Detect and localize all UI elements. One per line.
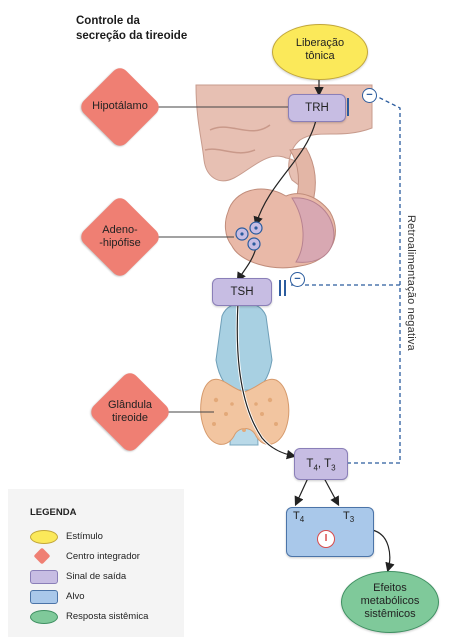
diagram-title: Controle da secreção da tireoide <box>76 14 236 44</box>
deiodinase-enzyme: I <box>317 530 335 548</box>
t4-t3-signal: T4, T3 <box>294 448 348 480</box>
legend-swatch-systemic-response <box>30 610 58 624</box>
legend: LEGENDA Estímulo Centro integrador Sinal… <box>8 489 184 637</box>
inhibit-minus-trh: − <box>362 88 377 103</box>
thyroid-label: Glândula tireoide <box>90 399 170 425</box>
adenohypophysis-label: Adeno- -hipófise <box>80 224 160 250</box>
legend-swatch-stimulus <box>30 530 58 544</box>
target-cell: T4 T3 I <box>286 507 374 557</box>
inhibit-minus-tsh: − <box>290 272 305 287</box>
target-t3-label: T3 <box>343 510 354 524</box>
target-t4-label: T4 <box>293 510 304 524</box>
legend-title: LEGENDA <box>30 507 76 518</box>
feedback-label: Retroalimentação negativa <box>405 215 417 351</box>
stimulus-ellipse: Liberação tônica <box>272 24 368 80</box>
legend-swatch-target <box>30 590 58 604</box>
feedback-loop <box>347 97 400 463</box>
tsh-signal: TSH <box>212 278 272 306</box>
systemic-response-ellipse: Efeitos metabólicos sistêmicos <box>341 571 439 633</box>
legend-swatch-output-signal <box>30 570 58 584</box>
legend-swatch-integrator <box>34 548 51 565</box>
larynx <box>216 304 272 395</box>
trh-signal: TRH <box>288 94 346 122</box>
hypothalamus-label: Hipotálamo <box>80 100 160 113</box>
